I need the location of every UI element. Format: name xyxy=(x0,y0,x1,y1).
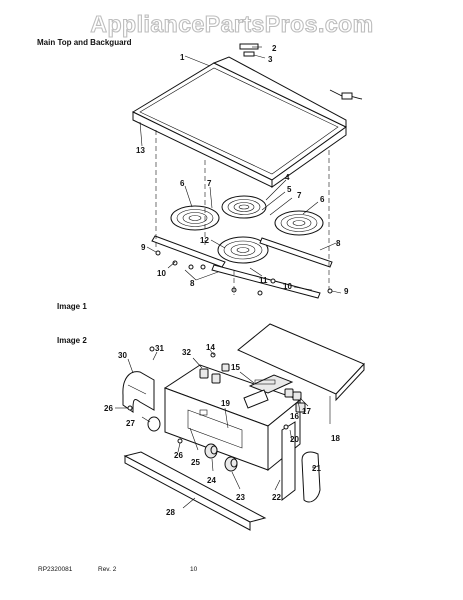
clock-module xyxy=(243,374,294,409)
callout-6-right: 6 xyxy=(320,195,325,204)
callout-25: 25 xyxy=(191,458,200,467)
callout-17: 17 xyxy=(302,407,311,416)
callout-15: 15 xyxy=(231,363,240,372)
footer-page-number: 10 xyxy=(190,566,198,573)
page-footer: RP2320081 Rev. 2 10 xyxy=(38,566,198,573)
burner-left-rear xyxy=(170,205,220,231)
front-trim-bar xyxy=(123,451,267,531)
screw-26b xyxy=(177,438,183,444)
burner-right xyxy=(274,210,324,236)
section-label-image1: Image 1 xyxy=(57,302,87,311)
callout-26-center: 26 xyxy=(174,451,183,460)
callout-10-left: 10 xyxy=(157,269,166,278)
callout-13: 13 xyxy=(136,146,145,155)
callout-7-left: 7 xyxy=(207,179,212,188)
burner-center-front xyxy=(217,236,269,264)
callout-19: 19 xyxy=(221,399,230,408)
callout-21: 21 xyxy=(312,464,321,473)
callout-10-right: 10 xyxy=(283,282,292,291)
right-end-cap xyxy=(281,421,321,503)
callout-31: 31 xyxy=(155,344,164,353)
callout-22: 22 xyxy=(272,493,281,502)
callout-9-left: 9 xyxy=(141,243,146,252)
callout-4: 4 xyxy=(285,173,290,182)
callout-14: 14 xyxy=(206,343,215,352)
screw-31 xyxy=(149,346,155,352)
callout-28: 28 xyxy=(166,508,175,517)
callout-18: 18 xyxy=(331,434,340,443)
burner-center-rear xyxy=(221,195,267,219)
footer-doc-number: RP2320081 xyxy=(38,566,73,573)
section-label-image2: Image 2 xyxy=(57,336,87,345)
image1-cooktop-assembly: 1 2 3 13 6 7 4 5 7 6 12 8 9 10 8 11 10 9… xyxy=(57,43,363,311)
callout-3: 3 xyxy=(268,55,273,64)
callout-7-right: 7 xyxy=(297,191,302,200)
left-end-cap xyxy=(122,371,155,413)
image2-backguard-assembly: Image 2 xyxy=(57,323,365,531)
callout-24: 24 xyxy=(207,476,216,485)
burner-support-brackets xyxy=(151,235,333,299)
screw-20 xyxy=(283,424,289,430)
switch-knobs-upper xyxy=(199,363,230,384)
top-hardware xyxy=(239,43,363,100)
callout-6-left: 6 xyxy=(180,179,185,188)
screw-26 xyxy=(127,405,133,411)
switches-right xyxy=(284,388,306,413)
callout-1: 1 xyxy=(180,53,185,62)
callout-8-left: 8 xyxy=(190,279,195,288)
callout-32: 32 xyxy=(182,348,191,357)
diagram-title: Main Top and Backguard xyxy=(37,38,132,47)
callout-27: 27 xyxy=(126,419,135,428)
watermark-text: AppliancePartsPros.com xyxy=(90,11,373,37)
callout-16: 16 xyxy=(290,412,299,421)
callout-2: 2 xyxy=(272,44,277,53)
callout-5: 5 xyxy=(287,185,292,194)
footer-revision: Rev. 2 xyxy=(98,566,117,573)
screw-14 xyxy=(210,352,216,358)
main-top-glass xyxy=(131,56,347,188)
callout-11: 11 xyxy=(259,276,268,285)
callout-30: 30 xyxy=(118,351,127,360)
callout-23: 23 xyxy=(236,493,245,502)
callout-8-right: 8 xyxy=(336,239,341,248)
callout-26-left: 26 xyxy=(104,404,113,413)
callout-9-right: 9 xyxy=(344,287,349,296)
callout-12: 12 xyxy=(200,236,209,245)
callout-20: 20 xyxy=(290,435,299,444)
control-knobs xyxy=(147,416,238,472)
